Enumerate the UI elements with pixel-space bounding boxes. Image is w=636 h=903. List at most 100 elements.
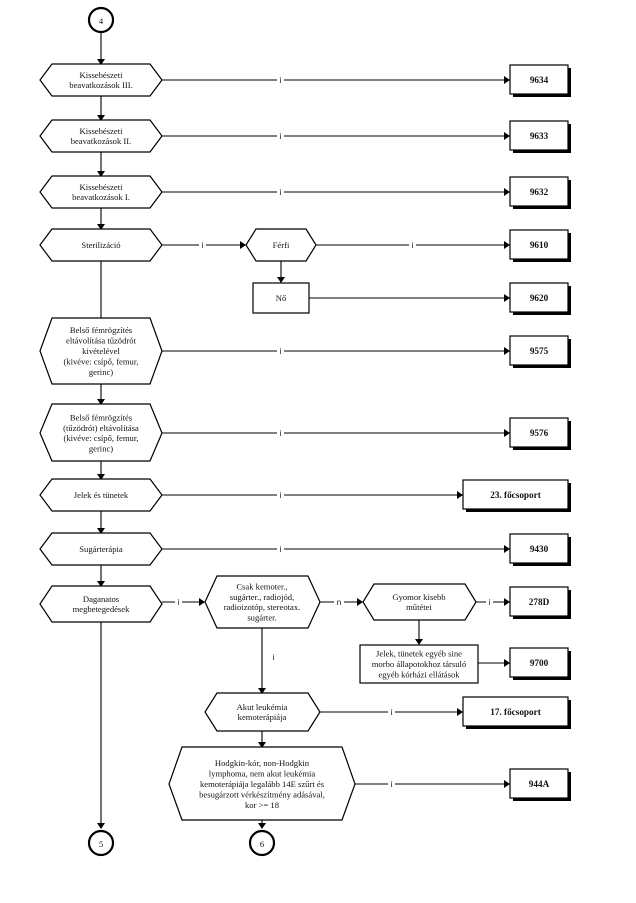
svg-text:Nő: Nő <box>276 293 287 303</box>
result-9634: 9634 <box>509 64 571 97</box>
text-line: Sugárterápia <box>79 544 123 554</box>
svg-text:23. főcsoport: 23. főcsoport <box>490 490 541 500</box>
text-line: kemoterápiája legalább 14E szűrt és <box>200 779 325 789</box>
decision-csak-kemoter: Csak kemoter.,sugárter., radiojód,radioi… <box>204 575 321 629</box>
box-no: Nő <box>252 282 310 314</box>
edge-labels: i i i i i i i i i i n i i i i <box>175 74 493 789</box>
arrowhead <box>357 598 363 606</box>
edge-label-i: i <box>280 429 282 438</box>
text-line: besugárzott vérkészítmény adásával, <box>199 789 325 799</box>
arrowhead <box>504 598 510 606</box>
text-line: Belső fémrögzítés <box>70 325 133 335</box>
arrowhead <box>504 76 510 84</box>
arrowhead <box>504 294 510 302</box>
text-line: eltávolítása tűzödrót <box>66 336 137 346</box>
svg-text:944A: 944A <box>529 779 550 789</box>
text-line: (tűzödrót) eltávolítása <box>63 423 139 433</box>
result-23-focsoport: 23. főcsoport <box>462 479 571 512</box>
svg-text:5: 5 <box>99 839 103 849</box>
arrowhead <box>504 132 510 140</box>
connector-bottom-left: 5 <box>87 829 115 857</box>
edge-label-i: i <box>280 132 282 141</box>
edge-label-i: i <box>280 545 282 554</box>
arrowhead <box>97 474 105 480</box>
result-9632: 9632 <box>509 176 571 209</box>
svg-text:Jelek és tünetek: Jelek és tünetek <box>74 490 129 500</box>
text-line: kemoterápiája <box>238 712 287 722</box>
text-line: megbetegedések <box>73 604 130 614</box>
edge-label-i: i <box>412 241 414 250</box>
text-line: kor >= 18 <box>245 800 279 810</box>
svg-text:Belső fémrögzítés(tűzödrót) el: Belső fémrögzítés(tűzödrót) eltávolítása… <box>63 412 139 453</box>
decision-sugarterapia: Sugárterápia <box>39 532 163 566</box>
text-line: Jelek és tünetek <box>74 490 129 500</box>
text-line: kivételével <box>82 346 120 356</box>
text-line: Férfi <box>273 240 290 250</box>
text-line: morbo állapotokhoz társuló <box>372 659 467 669</box>
svg-text:Férfi: Férfi <box>273 240 290 250</box>
connector-top: 4 <box>87 6 115 34</box>
arrowhead <box>415 639 423 645</box>
arrowhead <box>504 241 510 249</box>
arrowhead <box>457 491 463 499</box>
arrowhead <box>504 780 510 788</box>
svg-text:6: 6 <box>260 839 265 849</box>
edge-label-i: i <box>202 241 204 250</box>
arrowhead <box>504 545 510 553</box>
text-line: gerinc) <box>89 367 113 377</box>
arrowhead <box>457 708 463 716</box>
edge-label-i: i <box>280 188 282 197</box>
text-line: sugárter. <box>247 613 276 623</box>
edge-label-i: i <box>489 598 491 607</box>
result-17-focsoport: 17. főcsoport <box>462 696 571 729</box>
svg-text:Csak kemoter.,sugárter., radio: Csak kemoter.,sugárter., radiojód,radioi… <box>224 581 301 622</box>
text-line: Sterilizáció <box>81 240 120 250</box>
connector-bottom-mid: 6 <box>248 829 276 857</box>
edge-label-i: i <box>280 76 282 85</box>
arrowhead <box>97 399 105 405</box>
arrowhead <box>258 688 266 694</box>
decision-belso-femrogzites-2: Belső fémrögzítés(tűzödrót) eltávolítása… <box>39 403 163 462</box>
svg-text:9430: 9430 <box>530 544 549 554</box>
svg-text:Sterilizáció: Sterilizáció <box>81 240 120 250</box>
result-278d: 278D <box>509 586 571 619</box>
arrowhead <box>504 347 510 355</box>
svg-text:278D: 278D <box>529 597 550 607</box>
edge-label-i: i <box>280 491 282 500</box>
svg-text:Sugárterápia: Sugárterápia <box>79 544 123 554</box>
text-line: (kivéve: csípő, femur, <box>63 356 138 366</box>
result-9610: 9610 <box>509 229 571 262</box>
arrowhead <box>504 188 510 196</box>
decision-jelek-es-tunetek: Jelek és tünetek <box>39 478 163 512</box>
edge-label-i: i <box>391 708 393 717</box>
result-9576: 9576 <box>509 417 571 450</box>
result-9700: 9700 <box>509 647 571 680</box>
edge-label-i: i <box>178 598 180 607</box>
svg-text:9575: 9575 <box>530 346 549 356</box>
arrowhead <box>97 224 105 230</box>
text-line: beavatkozások II. <box>71 136 132 146</box>
text-line: Hodgkin-kór, non-Hodgkin <box>215 758 310 768</box>
arrowhead <box>97 581 105 587</box>
arrowhead <box>277 277 285 283</box>
svg-text:9632: 9632 <box>530 187 549 197</box>
arrowhead <box>97 171 105 177</box>
result-944a: 944A <box>509 768 571 801</box>
svg-text:9620: 9620 <box>530 293 549 303</box>
arrowhead <box>97 59 105 65</box>
arrowhead <box>97 823 105 829</box>
text-line: Daganatos <box>83 594 120 604</box>
